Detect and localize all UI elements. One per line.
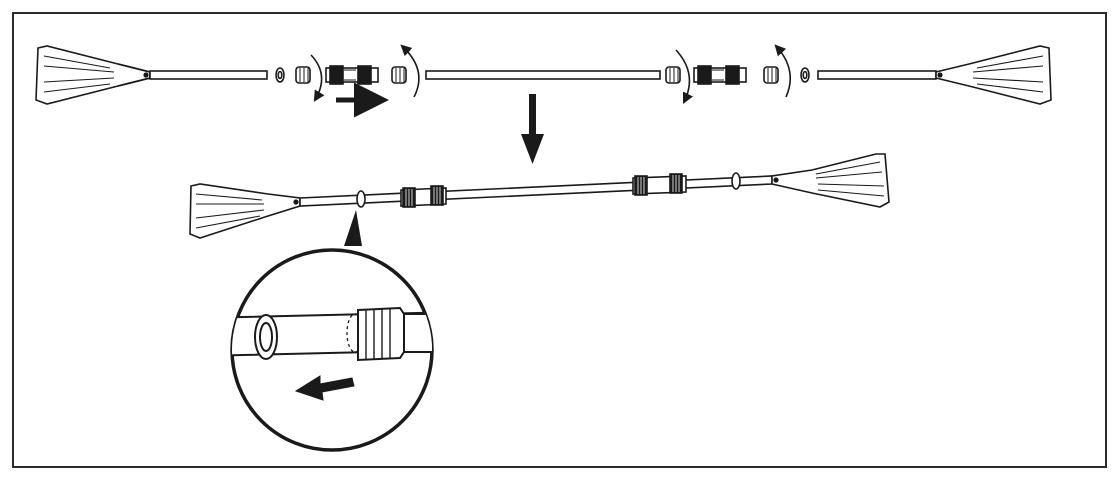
shaft-tube-center	[425, 70, 661, 80]
drip-ring-1	[275, 67, 285, 83]
threaded-connector-assembled-1	[400, 185, 447, 208]
detail-drip-ring	[254, 314, 278, 360]
down-arrow	[521, 94, 544, 164]
lock-nut-4	[763, 66, 779, 84]
lock-nut-2	[391, 66, 407, 84]
rotate-arrow-2	[400, 44, 420, 98]
detail-magnifier	[230, 248, 434, 452]
diagram-frame	[12, 12, 1107, 468]
lock-nut-3	[665, 66, 681, 84]
detail-arrow	[294, 375, 355, 401]
drip-ring-2	[800, 67, 810, 83]
lock-nut-1	[295, 66, 311, 84]
drip-ring-assembled-1	[356, 190, 366, 208]
paddle-blade-right-assembled	[771, 153, 890, 208]
assembled-paddle	[189, 153, 890, 239]
shaft-tube-right	[817, 70, 937, 80]
rotate-arrow-4	[774, 44, 792, 98]
rotate-arrow-1	[310, 54, 325, 102]
drip-ring-assembled-2	[731, 172, 741, 190]
threaded-connector-2	[693, 65, 747, 85]
paddle-blade-right	[935, 45, 1052, 105]
threaded-connector-1	[325, 65, 379, 85]
threaded-connector-assembled-2	[632, 173, 687, 196]
paddle-blade-left	[35, 45, 151, 105]
rotate-arrow-3	[675, 49, 694, 105]
detail-pointer	[344, 210, 362, 246]
exploded-view	[35, 44, 1052, 118]
detail-lock-nut	[357, 306, 432, 362]
shaft-tube-left	[149, 70, 268, 80]
